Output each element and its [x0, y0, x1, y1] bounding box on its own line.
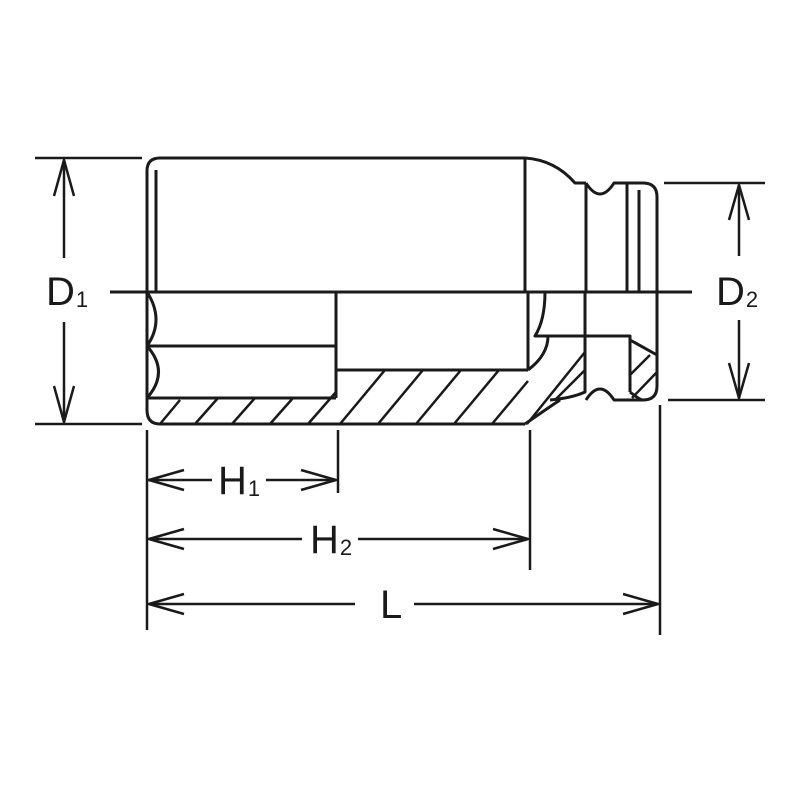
label-h1: H1: [218, 459, 261, 503]
dimension-h1: [147, 468, 338, 492]
extension-lines: [35, 156, 765, 635]
dimension-h2: [147, 527, 530, 551]
label-h2-main: H: [310, 518, 339, 562]
label-h2: H2: [310, 518, 353, 562]
dimension-d2: [727, 183, 751, 400]
label-h1-main: H: [218, 459, 247, 503]
dimension-d1: [52, 158, 76, 424]
label-h1-sub: 1: [247, 476, 261, 501]
label-d2: D2: [716, 270, 759, 314]
socket-outline: [145, 156, 659, 426]
section-hatching: [159, 351, 658, 425]
label-d1-sub: 1: [75, 287, 89, 312]
label-h2-sub: 2: [339, 535, 353, 560]
socket-section: [145, 291, 659, 426]
label-l: L: [380, 583, 403, 627]
label-l-main: L: [380, 583, 403, 627]
label-d1-main: D: [46, 270, 75, 314]
label-d2-sub: 2: [745, 287, 759, 312]
label-d1: D1: [46, 270, 89, 314]
label-d2-main: D: [716, 270, 745, 314]
dimension-l: [147, 592, 660, 616]
